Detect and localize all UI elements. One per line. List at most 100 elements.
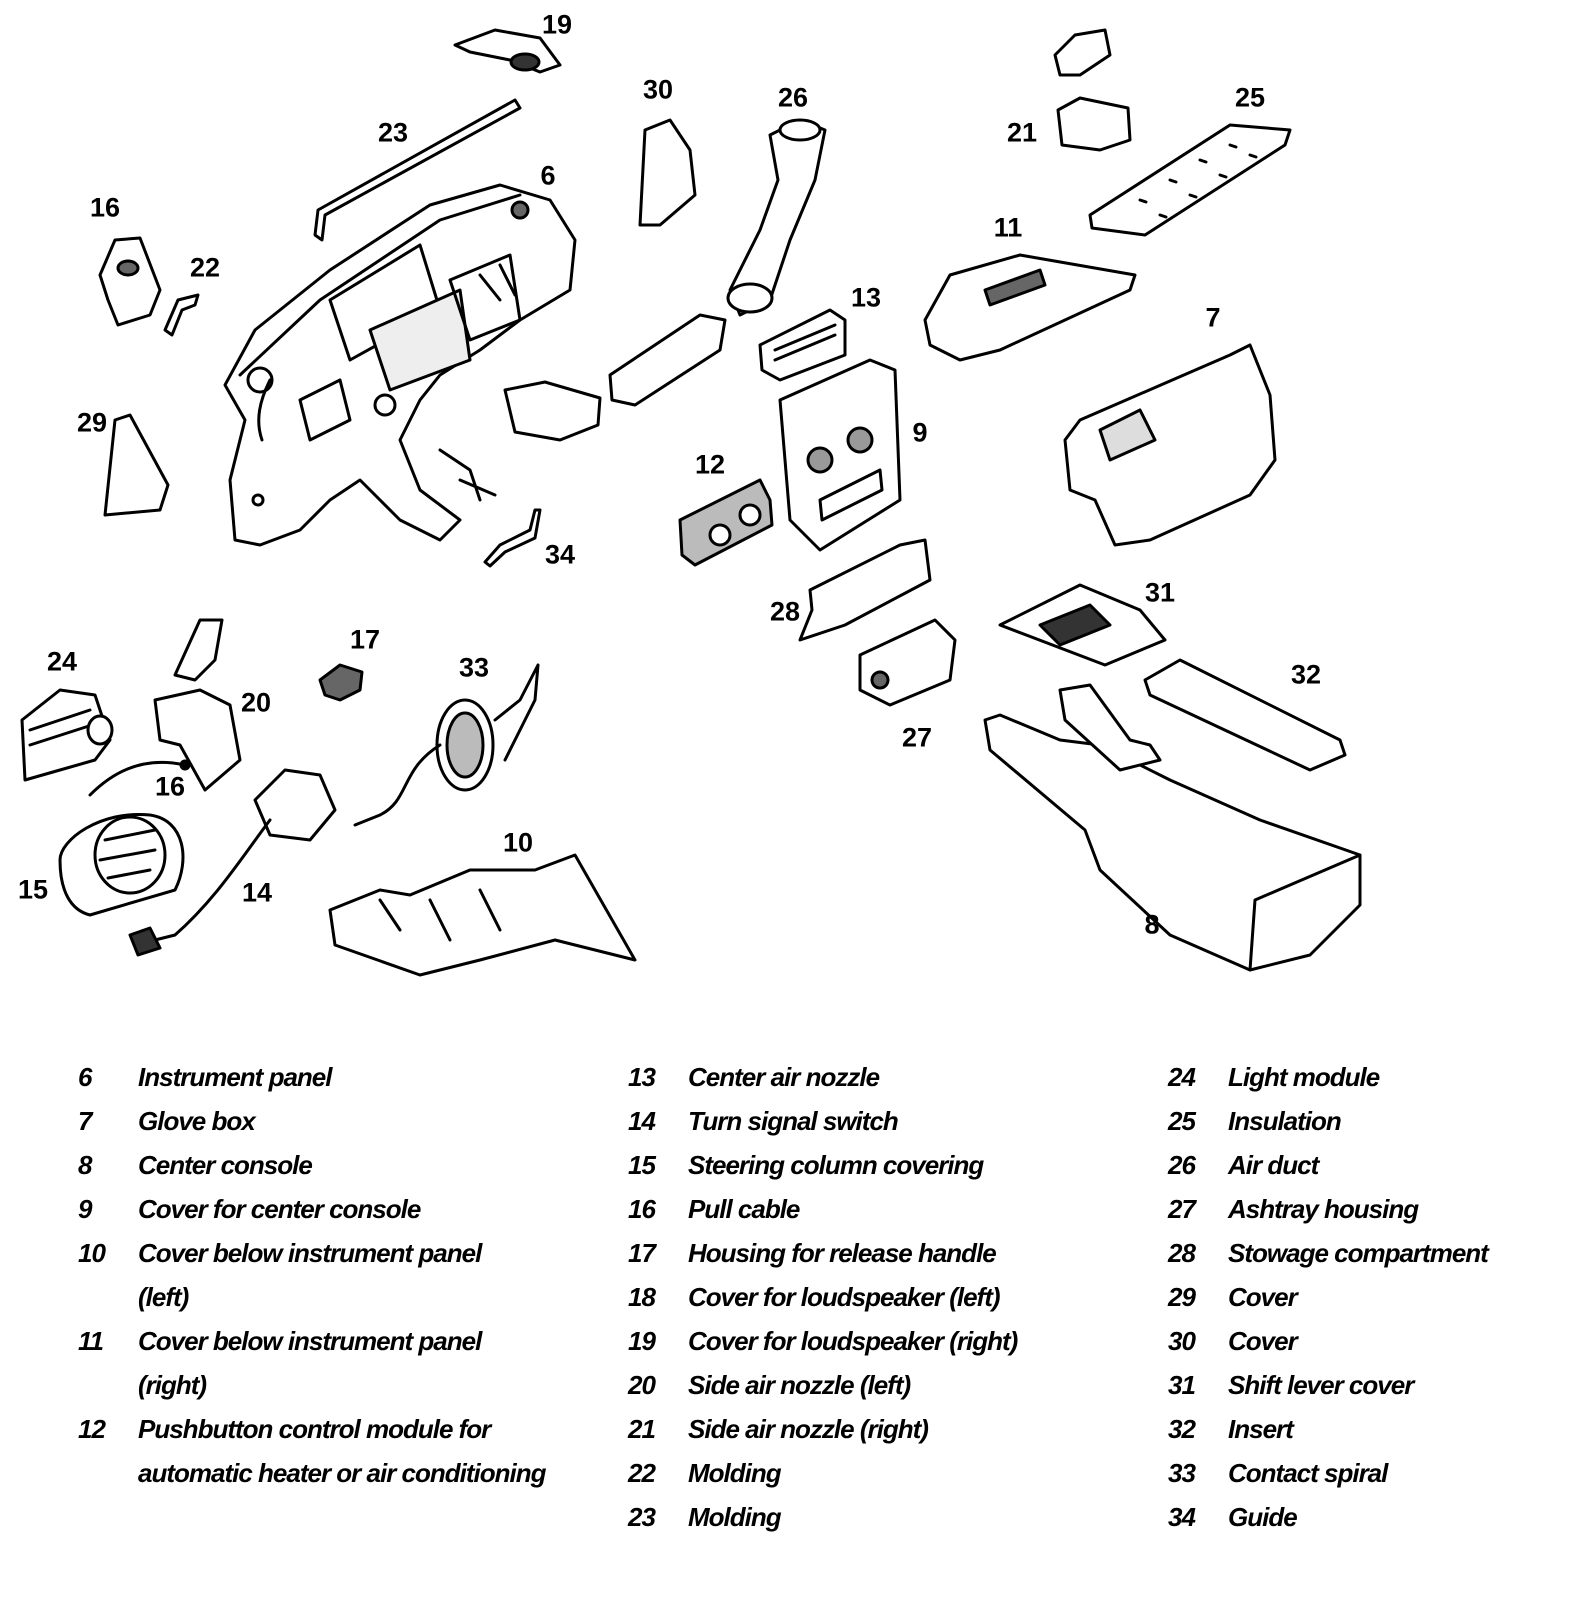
parts-illustration (20, 28, 1362, 977)
callout-20: 20 (240, 687, 272, 718)
part-14-turn-signal-switch (128, 768, 337, 957)
legend-label-cont: (right) (138, 1370, 207, 1400)
part-27-ashtray-housing (858, 618, 957, 707)
part-18-loudspeaker-cover-left (98, 236, 162, 327)
legend-number: 15 (628, 1150, 656, 1180)
part-7-glove-box (1063, 343, 1277, 547)
callout-27: 27 (901, 722, 933, 753)
callout-32: 32 (1290, 659, 1322, 690)
part-22-molding (163, 293, 200, 337)
callout-13: 13 (850, 282, 882, 313)
legend-label: Light module (1228, 1062, 1380, 1092)
legend-number: 16 (628, 1194, 656, 1224)
part-26-air-duct (726, 118, 827, 317)
legend-label: Steering column covering (688, 1150, 984, 1180)
legend-number: 25 (1168, 1106, 1196, 1136)
legend-label: Insert (1228, 1414, 1294, 1444)
legend-number: 33 (1168, 1458, 1196, 1488)
callout-22: 22 (189, 252, 221, 283)
part-25-insulation (1088, 123, 1292, 237)
callout-16-lower: 16 (154, 771, 186, 802)
callout-10: 10 (502, 827, 534, 858)
legend-item: 11 Cover below instrument panel (78, 1319, 546, 1363)
legend-label: Turn signal switch (688, 1106, 899, 1136)
part-15-steering-column-covering (58, 812, 185, 917)
legend-label: Instrument panel (138, 1062, 332, 1092)
legend-item: 27 Ashtray housing (1168, 1187, 1488, 1231)
exploded-parts-diagram: 19 30 26 25 21 23 6 16 11 22 13 7 29 9 1… (17, 9, 1362, 977)
legend-item: 26 Air duct (1168, 1143, 1488, 1187)
legend-number: 28 (1168, 1238, 1196, 1268)
callout-33: 33 (458, 652, 490, 683)
legend-label: Cover for center console (138, 1194, 421, 1224)
legend-label: Ashtray housing (1228, 1194, 1419, 1224)
part-28-stowage-compartment (798, 538, 932, 642)
legend-label: Stowage compartment (1228, 1238, 1489, 1268)
legend-number: 30 (1168, 1326, 1196, 1356)
legend-number: 26 (1168, 1150, 1196, 1180)
legend-label: Side air nozzle (right) (688, 1414, 929, 1444)
part-20-side-air-nozzle-left (153, 688, 242, 792)
legend-number: 13 (628, 1062, 656, 1092)
callout-24: 24 (46, 646, 78, 677)
legend-number: 29 (1168, 1282, 1196, 1312)
legend-number: 18 (628, 1282, 656, 1312)
callout-14: 14 (241, 877, 273, 908)
legend-number: 12 (78, 1414, 106, 1444)
part-13-center-air-nozzle (758, 308, 847, 382)
legend-label: Glove box (138, 1106, 256, 1136)
legend-item-continuation: (right) (78, 1363, 546, 1407)
legend-label: Cover for loudspeaker (left) (688, 1282, 1001, 1312)
legend-number: 14 (628, 1106, 656, 1136)
callout-31: 31 (1144, 577, 1176, 608)
legend-number: 23 (628, 1502, 656, 1532)
part-8-center-console (983, 683, 1362, 972)
part-31-shift-lever-cover (998, 583, 1167, 667)
legend-label: Guide (1228, 1502, 1298, 1532)
legend-number: 31 (1168, 1370, 1196, 1400)
legend-item: 30 Cover (1168, 1319, 1488, 1363)
part-19-loudspeaker-cover-right (453, 28, 562, 74)
legend-number: 19 (628, 1326, 656, 1356)
legend-number: 17 (628, 1238, 656, 1268)
legend-number: 11 (78, 1326, 104, 1356)
legend-label: Cover below instrument panel (138, 1326, 482, 1356)
callout-6: 6 (540, 160, 556, 191)
legend-label: Cover for loudspeaker (right) (688, 1326, 1018, 1356)
callout-28: 28 (769, 596, 801, 627)
legend-item: 28 Stowage compartment (1168, 1231, 1489, 1275)
callout-15: 15 (17, 874, 49, 905)
legend-number: 20 (628, 1370, 656, 1400)
part-17-release-handle-housing (318, 663, 364, 702)
legend-label: Cover (1228, 1326, 1298, 1356)
callout-26: 26 (777, 82, 809, 113)
part-23-molding (313, 98, 522, 242)
legend-number: 7 (78, 1106, 92, 1136)
part-9-center-console-cover (778, 358, 902, 552)
legend-item: 21 Side air nozzle (right) (628, 1407, 1017, 1451)
part-12-pushbutton-module (678, 478, 774, 567)
part-21-side-air-nozzle-right (1053, 28, 1132, 152)
legend-item: 9 Cover for center console (78, 1187, 546, 1231)
callout-11: 11 (993, 212, 1023, 243)
callout-19: 19 (541, 9, 573, 40)
legend-number: 27 (1168, 1194, 1196, 1224)
legend-label: Contact spiral (1228, 1458, 1388, 1488)
legend-label: Center air nozzle (688, 1062, 880, 1092)
callout-7: 7 (1205, 302, 1221, 333)
legend-number: 21 (628, 1414, 656, 1444)
legend-label: Air duct (1228, 1150, 1319, 1180)
legend-number: 9 (78, 1194, 92, 1224)
